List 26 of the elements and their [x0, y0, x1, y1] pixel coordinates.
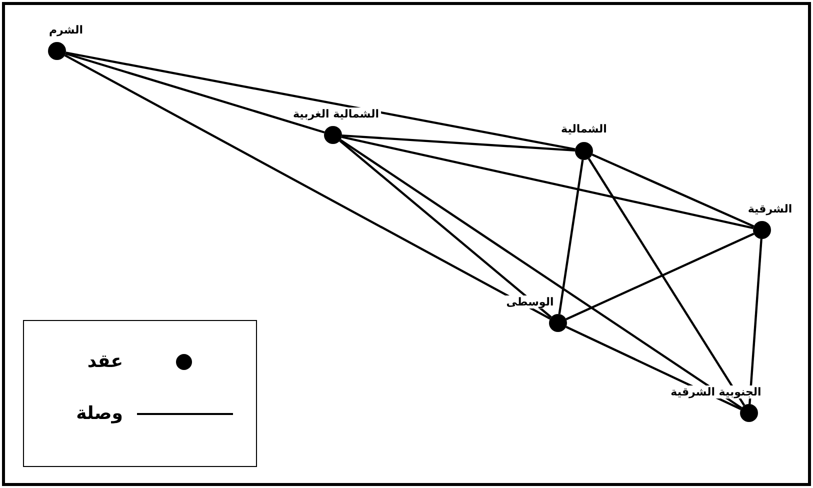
legend-label: عقد: [87, 351, 123, 373]
link-line: [592, 154, 754, 228]
node-label: الوسطى: [504, 296, 556, 308]
link-line: [66, 52, 576, 150]
node-label: الشمالية: [559, 122, 609, 136]
link-line: [566, 232, 754, 320]
link-line: [340, 139, 742, 409]
network-node: [48, 42, 66, 60]
network-node: [549, 314, 567, 332]
link-line: [65, 52, 325, 134]
node-label: الشرم: [47, 24, 85, 36]
link-line: [748, 238, 762, 404]
node-label: الجنوبية الشرقية: [668, 386, 764, 398]
network-node: [324, 126, 342, 144]
network-node: [753, 221, 771, 239]
node-label: الشرقية: [746, 202, 794, 216]
link-line: [342, 136, 754, 230]
link-line: [342, 134, 576, 152]
link-line: [558, 160, 584, 314]
node-label: الشمالية الغربية: [291, 108, 381, 120]
link-line: [588, 158, 746, 406]
link-line: [339, 140, 552, 318]
legend-label: وصلة: [76, 403, 123, 425]
link-line: [64, 54, 551, 320]
network-node: [575, 142, 593, 160]
network-node: [740, 404, 758, 422]
